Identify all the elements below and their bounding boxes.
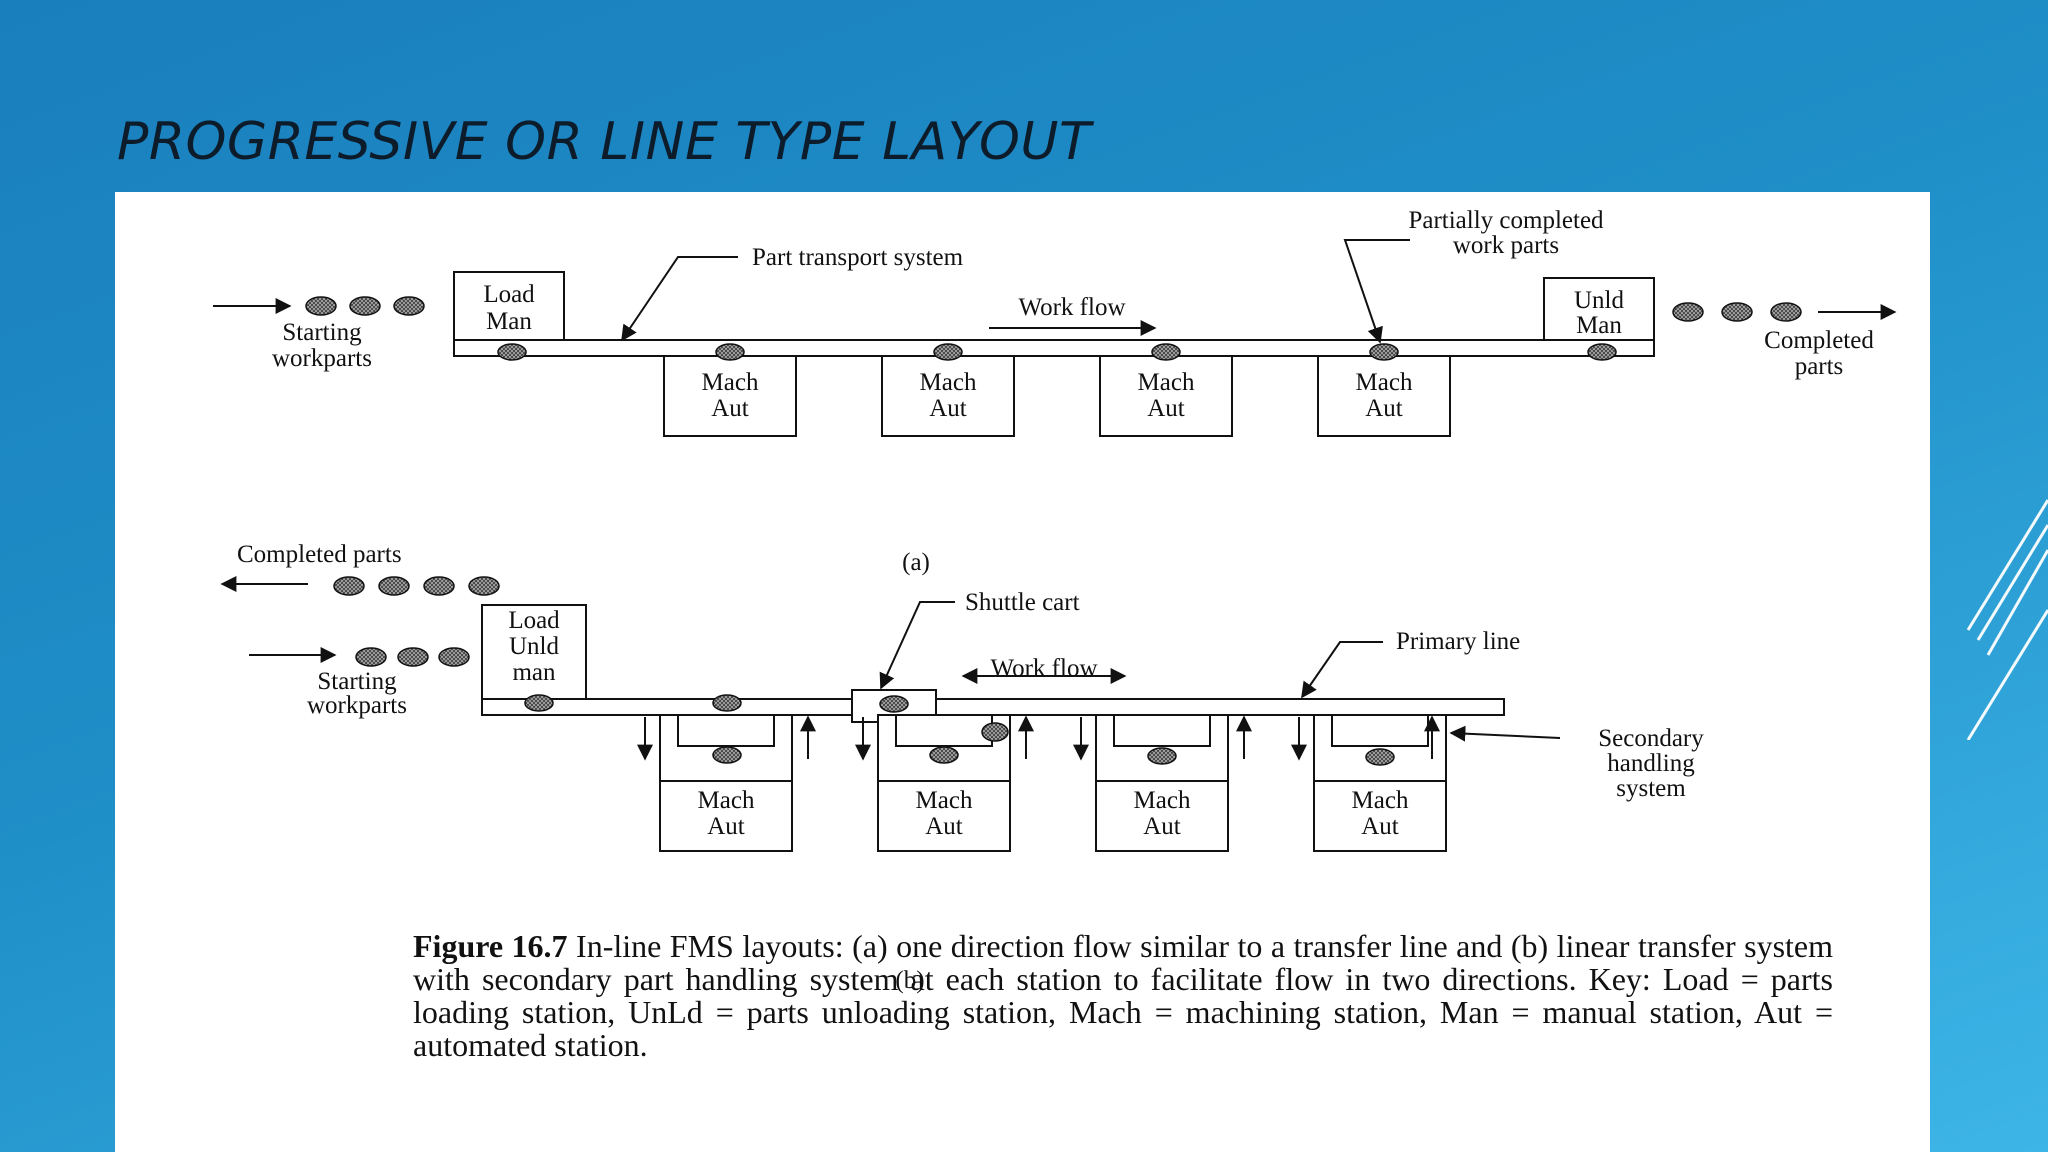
load-station-box <box>453 271 565 341</box>
workpart <box>712 694 742 712</box>
partially-completed-leader <box>1343 239 1410 344</box>
machine-a2-line2: Aut <box>929 395 967 422</box>
completed-part <box>378 576 410 596</box>
slide-title: PROGRESSIVE OR LINE TYPE LAYOUT <box>117 112 1092 172</box>
primary-line-leader <box>1301 641 1383 699</box>
part-transport-label: Part transport system <box>752 244 964 271</box>
secondary-handling-line1: Secondary <box>1598 725 1704 752</box>
machine-a4-line1: Mach <box>1356 369 1413 396</box>
starting-workpart <box>355 647 387 667</box>
machine-a3-line1: Mach <box>1138 369 1195 396</box>
machine-station-a3 <box>1099 355 1233 437</box>
starting-workparts-line1: Starting <box>282 319 362 346</box>
workpart <box>981 722 1009 742</box>
figure-panel: Load Man Unld Man Starting workparts Com… <box>115 192 1930 1152</box>
completed-part <box>1721 302 1753 322</box>
workpart <box>524 694 554 712</box>
workpart <box>715 343 745 361</box>
work-flow-label-a: Work flow <box>1019 294 1126 321</box>
part-transport-conveyor <box>453 339 1655 357</box>
completed-parts-label-b: Completed parts <box>237 541 402 568</box>
sublabel-a: (a) <box>902 549 930 576</box>
unload-label-line2: Man <box>1576 312 1622 339</box>
machine-b3-line1: Mach <box>1134 787 1191 814</box>
machine-station-b3 <box>1073 714 1252 852</box>
machine-b2-line1: Mach <box>916 787 973 814</box>
machine-station-a1 <box>663 355 797 437</box>
machine-a3-line2: Aut <box>1147 395 1185 422</box>
shuttle-cart-leader <box>879 601 955 690</box>
completed-part <box>1770 302 1802 322</box>
starting-workpart <box>438 647 470 667</box>
machine-b4-line2: Aut <box>1361 813 1399 840</box>
primary-line-label: Primary line <box>1396 628 1520 655</box>
machine-b4-line1: Mach <box>1352 787 1409 814</box>
starting-workpart <box>349 296 381 316</box>
sublabel-b: (b) <box>895 967 924 994</box>
machine-b1-line1: Mach <box>698 787 755 814</box>
machine-b3-line2: Aut <box>1143 813 1181 840</box>
machine-station-b1 <box>637 714 816 852</box>
load-unload-station-box <box>481 604 587 700</box>
load-unload-line3: man <box>512 659 556 686</box>
workpart <box>1147 747 1177 765</box>
completed-part <box>468 576 500 596</box>
workpart <box>929 746 959 764</box>
secondary-handling-line3: system <box>1616 775 1686 802</box>
machine-station-a4 <box>1317 355 1451 437</box>
load-label-line2: Man <box>486 308 532 335</box>
machine-station-b4 <box>1291 714 1447 852</box>
workpart <box>879 695 909 713</box>
starting-workpart <box>393 296 425 316</box>
completed-parts-line1: Completed <box>1764 327 1874 354</box>
workpart <box>1369 343 1399 361</box>
load-unload-line2: Unld <box>509 633 560 660</box>
diagram-b <box>220 576 1561 852</box>
starting-workparts-b-line1: Starting <box>317 668 397 695</box>
workpart <box>1365 748 1395 766</box>
secondary-handling-line2: handling <box>1607 750 1695 777</box>
load-label-line1: Load <box>483 281 535 308</box>
completed-part <box>1672 302 1704 322</box>
figure-caption: Figure 16.7 In-line FMS layouts: (a) one… <box>413 930 1833 1062</box>
starting-workpart <box>305 296 337 316</box>
partially-completed-line2: work parts <box>1453 232 1559 259</box>
partially-completed-line1: Partially completed <box>1408 207 1604 234</box>
fms-layout-diagram: Load Man Unld Man Starting workparts Com… <box>213 207 1897 994</box>
starting-workparts-b-line2: workparts <box>307 692 407 719</box>
machine-b2-line2: Aut <box>925 813 963 840</box>
starting-workpart <box>397 647 429 667</box>
starting-workparts-line2: workparts <box>272 345 372 372</box>
completed-part <box>423 576 455 596</box>
decorative-stripes <box>1966 499 2048 740</box>
workpart <box>1587 343 1617 361</box>
completed-parts-line2: parts <box>1795 353 1844 380</box>
part-transport-leader <box>621 256 738 342</box>
load-unload-line1: Load <box>508 607 560 634</box>
workpart <box>933 343 963 361</box>
work-flow-label-b: Work flow <box>991 655 1098 682</box>
machine-a1-line1: Mach <box>702 369 759 396</box>
machine-a4-line2: Aut <box>1365 395 1403 422</box>
primary-line <box>481 698 1505 716</box>
secondary-handling-leader <box>1449 725 1561 742</box>
workpart <box>712 746 742 764</box>
machine-a2-line1: Mach <box>920 369 977 396</box>
diagram-a <box>213 239 1897 437</box>
workpart <box>1151 343 1181 361</box>
shuttle-cart-label: Shuttle cart <box>965 589 1080 616</box>
machine-a1-line2: Aut <box>711 395 749 422</box>
unload-station-box <box>1543 277 1655 341</box>
caption-text: In-line FMS layouts: (a) one direction f… <box>413 928 1834 1063</box>
unload-label-line1: Unld <box>1574 287 1625 314</box>
machine-b1-line2: Aut <box>707 813 745 840</box>
workpart <box>497 343 527 361</box>
caption-figure-number: Figure 16.7 <box>413 928 568 964</box>
completed-part <box>333 576 365 596</box>
machine-station-a2 <box>881 355 1015 437</box>
